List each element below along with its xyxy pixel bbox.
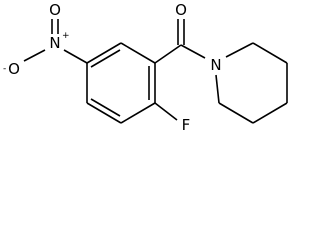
bond-c2-c3: [252, 42, 288, 64]
bond-ring-c1-c2: [120, 42, 156, 64]
atom-label-carbonyl-oxygen: O: [175, 1, 187, 19]
bond-ring-to-carbonyl: [154, 44, 182, 64]
bond-c5-c6: [218, 102, 254, 124]
structure-svg: O N F N + O - O: [3, 1, 288, 134]
atom-label-fluorine: F: [182, 116, 191, 134]
bond-ring-to-nitro-n: [63, 49, 88, 64]
nitro-group: [23, 19, 88, 64]
bond-c6-to-n: [215, 74, 220, 104]
atom-label-ring-nitrogen: N: [210, 56, 221, 74]
bond-ring-c4-c5: [86, 102, 122, 124]
bond-ring-c6-c1-inner: [90, 49, 121, 68]
chemical-structure-diagram: O N F N + O - O: [3, 1, 288, 134]
bond-ring-c4-c5-inner: [90, 98, 121, 117]
atom-label-nitro-oxygen-top: O: [49, 1, 61, 19]
charge-label-nitro-nitrogen: +: [62, 31, 70, 41]
benzene-ring: [86, 42, 156, 124]
atom-label-nitro-nitrogen: N: [49, 34, 60, 52]
bond-c4-c5: [252, 102, 288, 124]
piperidine-ring: [215, 42, 288, 124]
bond-ring-c3-c4: [120, 102, 156, 124]
bond-ring-to-fluorine: [154, 102, 178, 121]
carbonyl-group: [154, 19, 206, 64]
bond-ring-c6-c1: [86, 42, 122, 64]
charge-label-nitro-oxygen-left: -: [3, 64, 6, 74]
bond-carbonyl-to-nitrogen: [180, 44, 206, 59]
atom-label-nitro-oxygen-left: O: [8, 60, 20, 78]
bond-n-to-c2: [225, 42, 254, 58]
bond-nitro-n-to-o-left: [23, 49, 46, 62]
